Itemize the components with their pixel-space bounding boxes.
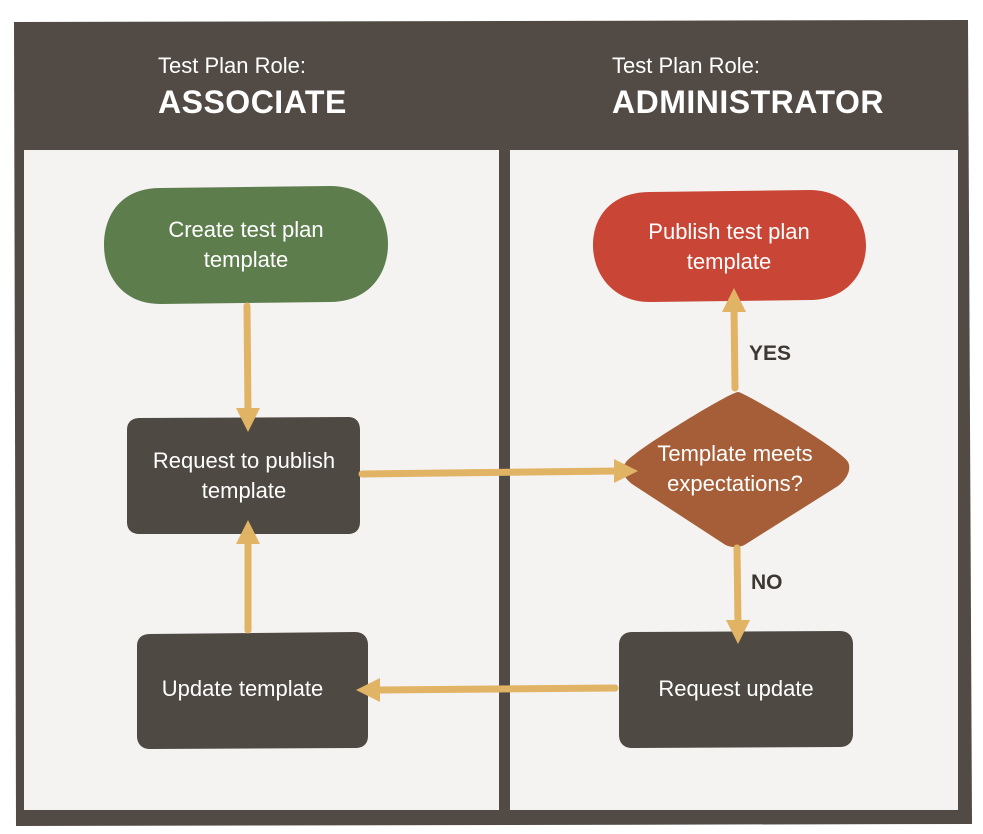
request-publish-node: Request to publish template — [152, 448, 336, 503]
arrowhead-decision-to-request-update — [726, 620, 750, 644]
no-edge-label: NO — [751, 571, 783, 594]
publish-template-node-shape — [593, 190, 866, 302]
request-update-node: Request update — [658, 676, 814, 701]
update-template-node: Update template — [161, 676, 324, 701]
arrowhead-decision-to-publish — [722, 288, 746, 312]
lane-administrator-subtitle: Test Plan Role: — [612, 53, 760, 78]
arrowhead-request-update-to-update — [356, 678, 380, 702]
arrowhead-update-to-request — [236, 520, 260, 544]
meets-expectations-node: Template meets expectations? — [657, 441, 813, 496]
arrow-create-to-request — [243, 302, 252, 416]
arrow-decision-to-request-update — [733, 544, 742, 628]
arrow-request-update-to-update — [372, 684, 619, 694]
request-publish-node-shape — [127, 417, 360, 534]
meets-expectations-node-shape — [623, 392, 850, 547]
arrow-decision-to-publish — [730, 304, 739, 392]
arrow-request-to-decision — [358, 467, 622, 478]
update-template-node-shape — [137, 632, 368, 749]
yes-edge-label: YES — [749, 342, 792, 365]
request-update-node-shape — [619, 631, 853, 748]
lane-associate-title: ASSOCIATE — [158, 84, 347, 120]
create-template-node: Create test plan template — [168, 217, 324, 272]
publish-template-node: Publish test plan template — [648, 219, 810, 274]
lane-associate-subtitle: Test Plan Role: — [158, 53, 306, 78]
arrowhead-request-to-decision — [614, 459, 638, 483]
create-template-node-shape — [104, 186, 388, 304]
arrowhead-create-to-request — [236, 408, 260, 432]
lane-administrator-title: ADMINISTRATOR — [612, 84, 884, 120]
